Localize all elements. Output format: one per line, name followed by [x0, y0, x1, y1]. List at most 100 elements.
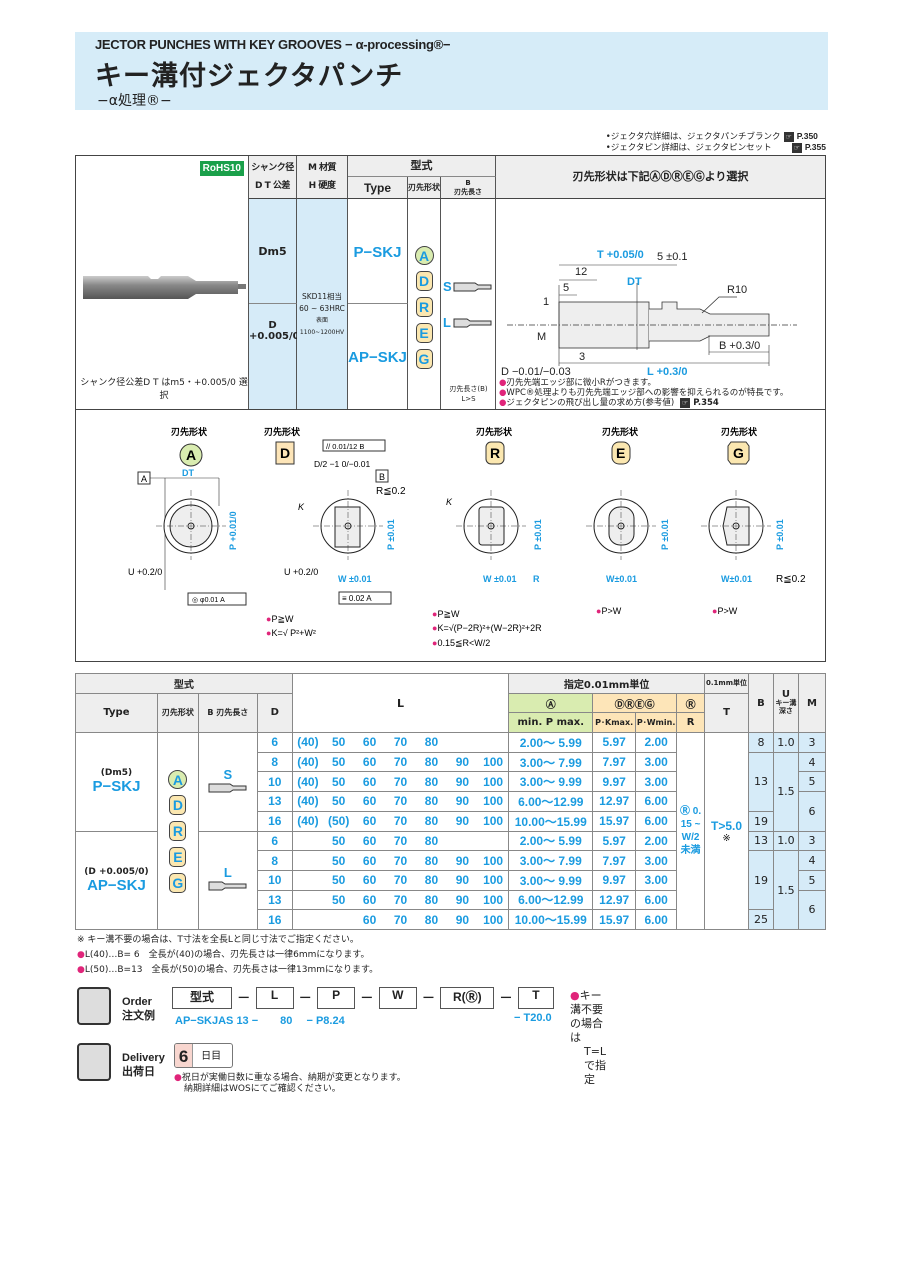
b-length-cell: S L 刃先長さ(B)L>S [441, 199, 496, 409]
footnote: ※ キー溝不要の場合は、T寸法を全長Lと同じ寸法でご指定ください。 [77, 935, 359, 945]
l-cell: 80 [416, 810, 447, 832]
p-range-cell: 6.00〜12.99 [508, 889, 594, 911]
l-cell: 50 [323, 830, 355, 852]
short-tip-icon [453, 282, 492, 292]
p-range-cell: 10.00〜15.99 [508, 810, 594, 832]
l-cell: 90 [446, 810, 478, 832]
l-cell: 100 [477, 771, 509, 793]
svg-text:K: K [446, 497, 453, 507]
l-cell: 70 [385, 889, 416, 911]
shape-badge: D [169, 794, 187, 815]
delivery-note: ●祝日が実働日数に重なる場合、納期が変更となります。納期詳細はWOSにてご確認く… [174, 1073, 406, 1094]
punch-image [83, 276, 246, 299]
diagram-r: R K P ±0.01 W ±0.01 R ●P≧W ●K=√(P−2R)²+(… [432, 441, 543, 648]
shape-diagrams-svg: 刃先形状 刃先形状 刃先形状 刃先形状 刃先形状 A DT A P +0.01/… [128, 426, 806, 648]
l-cell: 70 [385, 830, 416, 852]
svg-text:◎ φ0.01 A: ◎ φ0.01 A [192, 597, 225, 604]
l-cell: 60 [354, 889, 386, 911]
pw-cell: 6.00 [635, 791, 678, 812]
dim-t: T +0.05/0 [597, 249, 644, 261]
page-header: JECTOR PUNCHES WITH KEY GROOVES − α-proc… [75, 32, 828, 110]
u-cell: 1.0 [772, 830, 799, 852]
l-cell: 100 [477, 889, 509, 911]
svg-text:W ±0.01: W ±0.01 [483, 574, 516, 584]
delivery-days: 6 [175, 1044, 193, 1067]
product-image-cell: RoHS10 シャンク径公差D T はm5・+0.005/0 選択 [76, 156, 249, 409]
svg-text:W±0.01: W±0.01 [721, 574, 752, 584]
unit-header: 0.1mm単位 [704, 673, 749, 694]
order-field: T [517, 987, 554, 1009]
ref-note: •ジェクタピン詳細は、ジェクタピンセット ☞P.355 [605, 142, 826, 153]
svg-text:G: G [733, 445, 744, 461]
pw-cell: 3.00 [635, 771, 678, 793]
l-cell: 50 [323, 771, 355, 793]
pk-cell: 12.97 [592, 889, 637, 911]
l-cell: 60 [354, 869, 386, 891]
dim-twelve: 12 [575, 266, 587, 278]
shape-diagrams: 刃先形状 刃先形状 刃先形状 刃先形状 刃先形状 A DT A P +0.01/… [75, 410, 826, 662]
svg-text:W ±0.01: W ±0.01 [338, 574, 371, 584]
footnote: ●L(50)…B=13 全長が(50)の場合、刃先長さは一律13mmになります。 [77, 965, 379, 975]
l-cell: 80 [416, 732, 447, 753]
l-cell [477, 830, 509, 852]
l-cell: 70 [385, 732, 416, 753]
l-cell: 50 [323, 751, 355, 773]
l-cell: 50 [323, 889, 355, 911]
footnote: ●L(40)…B= 6 全長が(40)の場合、刃先長さは一律6mmになります。 [77, 950, 370, 960]
l-cell: 80 [416, 771, 447, 793]
l-cell [477, 732, 509, 753]
order-format: 型式 − L − P − W − R(Ⓡ) − T [172, 987, 554, 1009]
shape-badge: G [169, 872, 187, 893]
l-cell: (40) [292, 751, 324, 773]
b-length-cell: L [197, 830, 258, 930]
type-ap-skj: AP−SKJ [348, 304, 408, 409]
technical-drawing: T +0.05/0 5 ±0.1 12 5 1 DT R10 M 3 B +0.… [501, 249, 797, 378]
footnotes: ※ キー溝不要の場合は、T寸法を全長Lと同じ寸法でご指定ください。 ●L(40)… [77, 933, 378, 978]
l-cell: 90 [446, 869, 478, 891]
dim-one: 1 [543, 296, 549, 308]
pw-cell: 6.00 [635, 889, 678, 911]
svg-text:●P>W: ●P>W [712, 606, 738, 616]
l-cell: 80 [416, 909, 447, 930]
pk-cell: 7.97 [592, 850, 637, 871]
l-cell: (40) [292, 771, 324, 793]
svg-text:R: R [533, 574, 540, 584]
p-range-cell: 3.00〜 7.99 [508, 751, 594, 773]
l-cell: 60 [354, 732, 386, 753]
dim-three: 3 [579, 351, 585, 363]
l-cell: 80 [416, 869, 447, 891]
l-cell [292, 850, 324, 871]
ref-link[interactable]: P.350 [796, 131, 818, 141]
svg-text:P ±0.01: P ±0.01 [660, 519, 670, 550]
order-example: AP−SKJAS 13 − 80 − P8.24 [175, 1015, 345, 1027]
katashiki-header: 型式 [75, 673, 293, 694]
type-header: Type [75, 692, 158, 734]
shape-badges: A D R E G [408, 199, 441, 409]
phone-icon [77, 987, 111, 1025]
shape-a-badge: A [414, 246, 434, 265]
ref-link[interactable]: P.354 [693, 398, 719, 408]
p-range-cell: 10.00〜15.99 [508, 909, 594, 930]
shank-m5: Dm5 [249, 199, 297, 304]
l-cell [323, 909, 355, 930]
shank-plus: D +0.005/0 [249, 304, 300, 409]
pin-icon: ● [499, 398, 507, 408]
b-l-label: L [443, 315, 451, 330]
l-cell: (50) [323, 810, 355, 832]
type-cell: (Dm5)P−SKJ [75, 732, 158, 832]
shape-badge: R [169, 820, 187, 841]
dim-r10: R10 [727, 284, 747, 296]
dim-l: L +0.3/0 [647, 366, 687, 378]
order-field: L [255, 987, 294, 1009]
ref-link[interactable]: P.355 [804, 142, 826, 152]
svg-text:P ±0.01: P ±0.01 [386, 519, 396, 550]
l-cell: 90 [446, 850, 478, 871]
svg-text:// 0.01/12 B: // 0.01/12 B [326, 442, 364, 451]
subtitle: −α処理®− [97, 93, 172, 109]
b-cell: 13 [748, 751, 774, 812]
m-cell: 4 [797, 751, 827, 773]
diagram-a: A DT A P +0.01/0 U +0.2/0 ◎ φ0.01 A [128, 443, 247, 606]
